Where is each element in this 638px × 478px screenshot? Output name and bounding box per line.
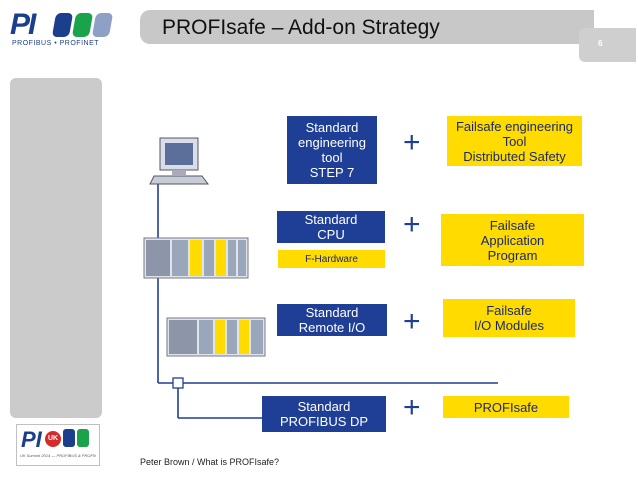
computer-icon (149, 137, 209, 185)
pi-uk-logo: PI UK UK Summit 2014 — PROFIBUS & PROFIN… (16, 424, 100, 466)
profibus-logo: PI (10, 8, 114, 41)
box-line: Distributed Safety (463, 148, 566, 164)
footer-text: Peter Brown / What is PROFIsafe? (140, 457, 280, 467)
box-line: Failsafe engineering (455, 118, 574, 134)
box-line: Standard (305, 305, 359, 320)
profisafe-box: PROFIsafe (443, 396, 569, 418)
box-line: Tool (502, 133, 527, 149)
logo-tagline: PROFIBUS • PROFINET (12, 40, 100, 47)
page-number-box (579, 28, 636, 62)
logo2-caption: UK Summit 2014 — PROFIBUS & PROFINET (20, 453, 96, 458)
box-line: Remote I/O (298, 320, 366, 335)
box-line: PROFIsafe (473, 399, 539, 415)
title-bar (140, 10, 594, 44)
failsafe-application-program-box: Failsafe Application Program (441, 214, 584, 266)
box-line: Standard (297, 399, 351, 414)
f-hardware-box: F-Hardware (278, 250, 385, 268)
box-line: F-Hardware (305, 253, 358, 265)
page-number: 6 (598, 39, 603, 48)
bus-lines (157, 181, 498, 419)
standard-engineering-tool-box: Standard engineering tool STEP 7 (287, 116, 377, 184)
standard-profibus-dp-box: Standard PROFIBUS DP (262, 396, 386, 432)
plus-icon: + (403, 208, 421, 241)
uk-badge: UK (45, 431, 61, 447)
box-line: Program (487, 247, 538, 263)
logo2-square-blue (63, 429, 75, 447)
box-line: Application (480, 232, 545, 248)
logo2-letters: PI (21, 427, 42, 452)
left-sidebar-panel (10, 78, 102, 418)
plus-icon: + (403, 305, 421, 338)
standard-remote-io-box: Standard Remote I/O (277, 304, 387, 336)
standard-cpu-box: Standard CPU (277, 211, 385, 243)
box-line: tool (321, 150, 343, 165)
box-line: Standard (304, 212, 358, 227)
box-line: Failsafe (486, 303, 532, 318)
box-line: Standard (305, 120, 359, 135)
plus-icon: + (403, 391, 421, 424)
box-line: I/O Modules (473, 318, 545, 333)
cpu-rack-icon (143, 237, 249, 279)
box-line: STEP 7 (309, 165, 355, 180)
failsafe-engineering-tool-box: Failsafe engineering Tool Distributed Sa… (447, 116, 582, 166)
logo-letters: PI (10, 8, 36, 41)
box-line: Failsafe (489, 217, 536, 233)
plus-icon: + (403, 126, 421, 159)
slide-title: PROFIsafe – Add-on Strategy (162, 16, 440, 39)
remote-io-rack-icon (166, 317, 266, 357)
failsafe-io-modules-box: Failsafe I/O Modules (443, 299, 575, 337)
logo2-square-green (77, 429, 89, 447)
bus-connector-icon (172, 377, 184, 389)
box-line: PROFIBUS DP (279, 414, 369, 429)
box-line: engineering (298, 135, 366, 150)
box-line: CPU (317, 227, 345, 242)
